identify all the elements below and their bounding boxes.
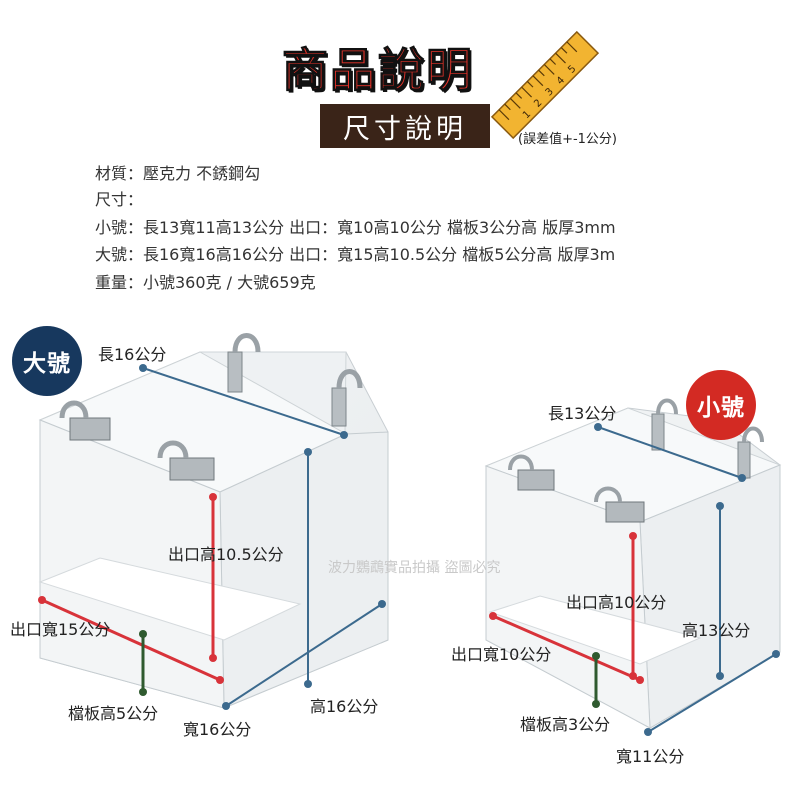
spec-material: 材質：壓克力 不銹鋼勾 [95,164,261,183]
spec-weight: 重量：小號360克 / 大號659克 [95,273,316,292]
spec-size-heading: 尺寸： [95,190,144,209]
hinge-icon [594,486,645,523]
large-box-illustration [38,333,389,710]
large-length-label: 長16公分 [98,345,167,364]
large-width-label: 寬16公分 [183,720,252,739]
dim-line-width [225,603,383,707]
hinge-icon [508,454,555,491]
dim-line-outlet-width [41,598,221,682]
large-height-label: 高16公分 [310,697,379,716]
hook-icon [331,369,363,427]
hinge-icon [157,440,215,481]
large-baffle-height-label: 檔板高5公分 [68,704,159,723]
small-size-badge: 小號 [686,370,756,440]
page-title: 商品說明 [282,43,474,98]
ruler-icon: 1 2 3 4 5 [490,30,600,140]
hook-icon [651,398,678,451]
dim-line-length [597,426,743,479]
large-size-badge: 大號 [12,326,82,396]
spec-small: 小號：長13寬11高13公分 出口：寬10高10公分 檔板3公分高 版厚3mm [95,218,616,237]
dim-line-length [142,367,345,436]
spec-large: 大號：長16寬16高16公分 出口：寬15高10.5公分 檔板5公分高 版厚3m [95,245,616,264]
large-outlet-width-label: 出口寬15公分 [10,620,111,639]
small-baffle-height-label: 檔板高3公分 [520,715,611,734]
hinge-icon [59,400,111,441]
small-width-label: 寬11公分 [616,747,685,766]
small-box-illustration [484,398,782,736]
subtitle-bar: 尺寸說明 [320,104,490,148]
small-height-label: 高13公分 [682,621,751,640]
small-length-label: 長13公分 [548,404,617,423]
tolerance-note: (誤差值+-1公分) [518,132,617,147]
small-outlet-width-label: 出口寬10公分 [451,645,552,664]
small-outlet-height-label: 出口高10公分 [566,593,667,612]
watermark: 波力鸚鵡實品拍攝 盜圖必究 [328,560,501,576]
hook-icon [227,333,261,393]
large-outlet-height-label: 出口高10.5公分 [168,545,284,564]
dim-line-outlet-width [492,614,641,682]
dim-line-width [647,653,777,733]
